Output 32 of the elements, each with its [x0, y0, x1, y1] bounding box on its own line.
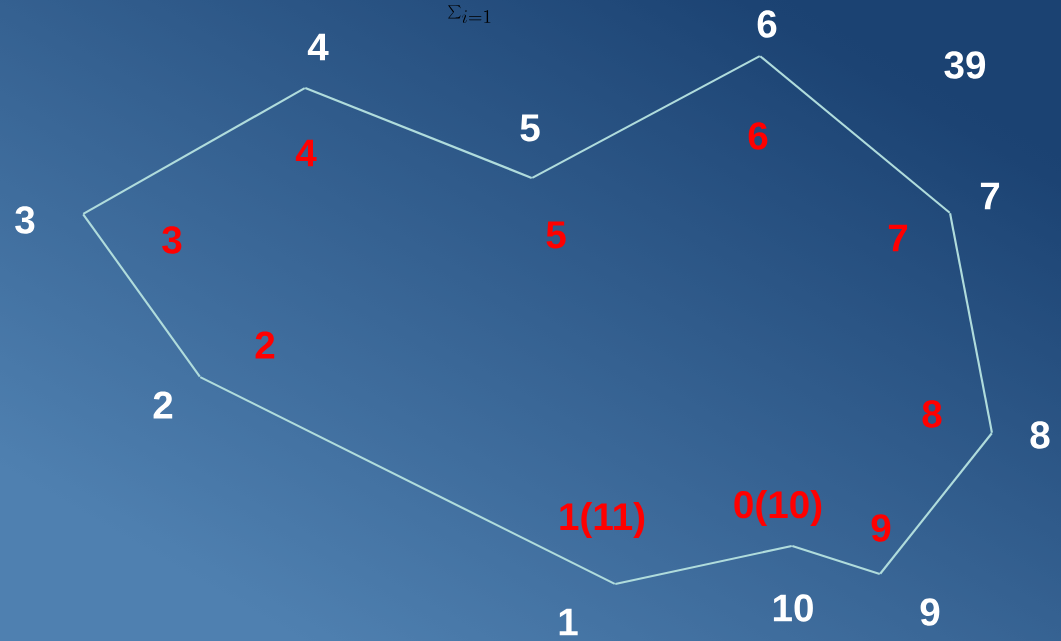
polygon-side — [615, 545, 792, 585]
vertex-label: 9 — [871, 514, 891, 542]
polygon-side — [531, 55, 761, 179]
vertex-number: 1 — [559, 608, 578, 636]
polygon-side — [791, 545, 881, 575]
polygon-side — [199, 376, 616, 585]
vertex-number: 2 — [153, 391, 173, 419]
polygon-side — [879, 432, 993, 575]
vertex-label: 0(10) — [734, 489, 822, 526]
vertex-number: 10 — [773, 594, 813, 622]
vertex-label: 3 — [162, 226, 182, 254]
sum-formula: $\sum_{i=1}$ — [448, 5, 491, 24]
vertex-number: 8 — [1030, 421, 1050, 449]
polygon-side — [759, 55, 951, 214]
vertex-label: 4 — [295, 139, 317, 167]
vertex-label: 6 — [748, 122, 768, 150]
vertex-label: 1(11) — [560, 501, 645, 538]
vertex-label: 7 — [888, 224, 908, 252]
vertex-label: 8 — [922, 400, 942, 428]
polygon-side — [304, 87, 533, 179]
vertex-label: 2 — [255, 331, 275, 359]
vertex-label: 5 — [546, 221, 566, 249]
vertex-number: 7 — [980, 182, 1000, 210]
polygon-side — [82, 87, 306, 215]
vertex-number: 6 — [757, 10, 777, 38]
vertex-number: 3 — [15, 206, 35, 234]
vertex-number: 9 — [920, 598, 940, 626]
number-label: 39 — [944, 51, 986, 79]
vertex-number: 5 — [520, 114, 540, 142]
vertex-number: 4 — [307, 33, 329, 61]
polygon-side — [949, 213, 993, 433]
polygon-side — [82, 213, 201, 378]
